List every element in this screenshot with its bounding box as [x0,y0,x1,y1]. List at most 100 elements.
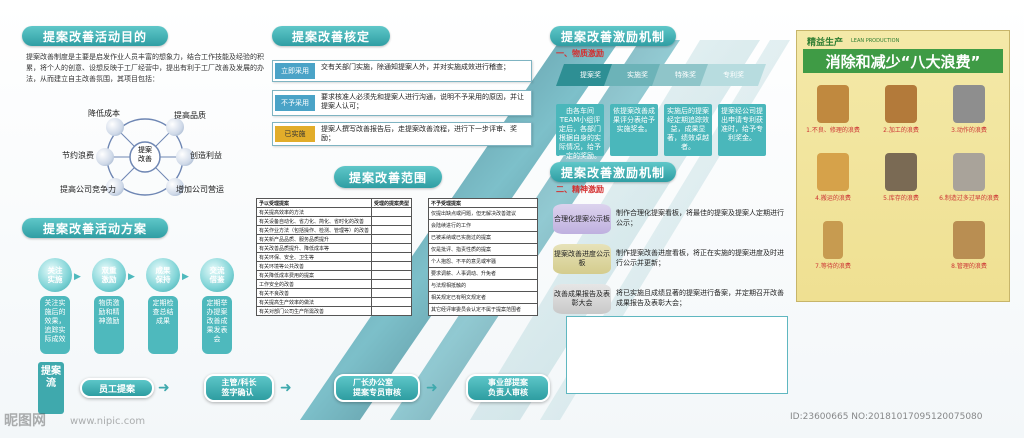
flow-step: 厂长办公室 提案专员审核 [334,374,420,402]
table-cell [371,234,413,244]
table-cell [371,252,413,262]
waste-label: 7.等待的浪费 [815,263,851,270]
table-cell: 有关不良改善 [255,288,373,298]
table-row: 已被采纳或已实施过的提案 [428,231,538,244]
table-cell: 仅提出缺点或问题，但无解决改善建议 [428,207,538,220]
table-row: 仅是批评、指责性质的提案 [428,243,538,256]
table-row: 有关降低成本费用的提案 [255,270,413,280]
table-cell [371,216,413,226]
waste-label: 6.制造过多过早的浪费 [939,195,999,202]
table-cell: 有关设备自动化、省力化、简化、省时化的改善 [255,216,373,226]
award-desc: 依提案改善成果评分表给予实施奖金。 [610,104,658,156]
arrow-icon: ➜ [158,380,170,396]
table-row: 有关环境等公共改善 [255,261,413,271]
table-cell [371,288,413,298]
plan-step-head: 关注 实施 [38,258,72,292]
purpose-center: 提案 改善 [138,146,152,163]
table-cell [371,225,413,235]
waste-item: 5.库存的浪费 [871,153,931,209]
table-row: 要求调薪、人事调动、升免者 [428,267,538,280]
table-header: 予以受理提案 [255,198,373,208]
table-cell: 工作安全的改善 [255,279,373,289]
award-label: 提案奖 [579,71,601,79]
node-icon [166,178,184,196]
poster-headline: 消除和减少“八大浪费” [803,49,1003,73]
table-cell [371,279,413,289]
table-cell [371,270,413,280]
award-desc: 实施后的提案经定期追踪效益，成果显著，绩效卓越者。 [664,104,712,156]
arrow-icon: ➜ [280,380,292,396]
table-cell: 会陆续进行的工作 [428,219,538,232]
check-tag: 不予采用 [275,95,315,111]
table-cell: 有关提高生产效率的做法 [255,297,373,307]
flow-title: 提案流 [38,362,64,414]
plan-step-body: 关注实施后的效果，追踪实际成效 [40,296,70,354]
waste-item: 6.制造过多过早的浪费 [939,153,999,209]
worker-figure-icon [953,85,985,123]
table-cell [371,207,413,217]
table-row: 与法规相抵触的 [428,279,538,292]
material-title: 提案改善激励机制 [550,26,676,46]
arrow-icon: ▶ [182,272,189,282]
award-desc: 提案经公司提出申请专利获准时，给予专利奖金。 [718,104,766,156]
waste-label: 8.管理的浪费 [951,263,987,270]
worker-figure-icon [817,153,849,191]
hourglass-icon [823,221,843,259]
table-row: 有关设备自动化、省力化、简化、省时化的改善 [255,216,413,226]
node-label: 提高品质 [174,111,206,120]
check-text: 要求核准人必须先和提案人进行沟通，说明不予采用的原因，并让提案人认可； [321,93,524,110]
worker-figure-icon [817,85,849,123]
worker-figure-icon [953,221,985,259]
watermark-url: www.nipic.com [70,416,146,427]
node-icon [106,118,124,136]
table-cell: 个人抱怨、不平的意见或牢骚 [428,255,538,268]
spirit-subtitle: 二、精神激励 [556,185,604,194]
plan-step-body: 定期举办提案改善成果发表会 [202,296,232,354]
flow-step: 事业部提案 负责人审核 [466,374,550,402]
table-cell [371,297,413,307]
table-cell [371,261,413,271]
node-label: 创造利益 [190,151,222,160]
scope-accept-table: 予以受理提案受理的提案类型有关提高效率的方法有关设备自动化、省力化、简化、省时化… [255,198,413,316]
table-row: 有关作业方法（包括操作、检测、管理等）的改善 [255,225,413,235]
waste-item: 1.不良、修理的浪费 [803,85,863,141]
table-header: 受理的提案类型 [371,198,413,208]
spirit-board: 合理化提案公示板 [553,204,611,234]
node-icon [166,118,184,136]
worker-figure-icon [885,85,917,123]
node-icon [176,148,194,166]
flow-step: 主管/科长 签字确认 [204,374,274,402]
award-label: 特殊奖 [674,71,696,79]
table-row: 会陆续进行的工作 [428,219,538,232]
worker-figure-icon [953,153,985,191]
check-row: 已实施 提案人撰写改善报告后，走提案改善流程，进行下一步评审、奖励； [272,122,532,146]
flow-step: 员工提案 [80,378,154,398]
arrow-icon: ▶ [128,272,135,282]
table-cell: 有关环境等公共改善 [255,261,373,271]
spirit-text: 制作提案改善进度看板，将正在实施的提案进度及时进行公示并更新； [616,249,784,267]
table-cell: 有关环保、安全、卫生等 [255,252,373,262]
check-row: 不予采用 要求核准人必须先和提案人进行沟通，说明不予采用的原因，并让提案人认可； [272,90,532,116]
check-tag: 已实施 [275,126,315,142]
table-cell: 仅是批评、指责性质的提案 [428,243,538,256]
table-row: 有关提高生产效率的做法 [255,297,413,307]
table-cell [371,306,413,316]
arrow-icon: ➜ [426,380,438,396]
node-icon [106,178,124,196]
table-cell: 与法规相抵触的 [428,279,538,292]
plan-title: 提案改善活动方案 [22,218,168,238]
waste-label: 5.库存的浪费 [883,195,919,202]
check-tag: 立即采用 [275,63,315,79]
table-cell: 有关对部门公司生产所需改善 [255,306,373,316]
table-row: 其它经评审委员会认定不属于提案范围者 [428,303,538,316]
waste-label: 2.加工的浪费 [883,127,919,134]
waste-label: 1.不良、修理的浪费 [806,127,860,134]
spirit-title: 提案改善激励机制 [550,162,676,182]
award-label: 专利奖 [722,71,744,79]
check-row: 立即采用 交有关部门实施，除通知提案人外，并对实施成效进行稽查； [272,60,532,82]
table-row: 个人抱怨、不平的意见或牢骚 [428,255,538,268]
award-label: 实施奖 [626,71,648,79]
table-row: 有关环保、安全、卫生等 [255,252,413,262]
purpose-title: 提案改善活动目的 [22,26,168,46]
